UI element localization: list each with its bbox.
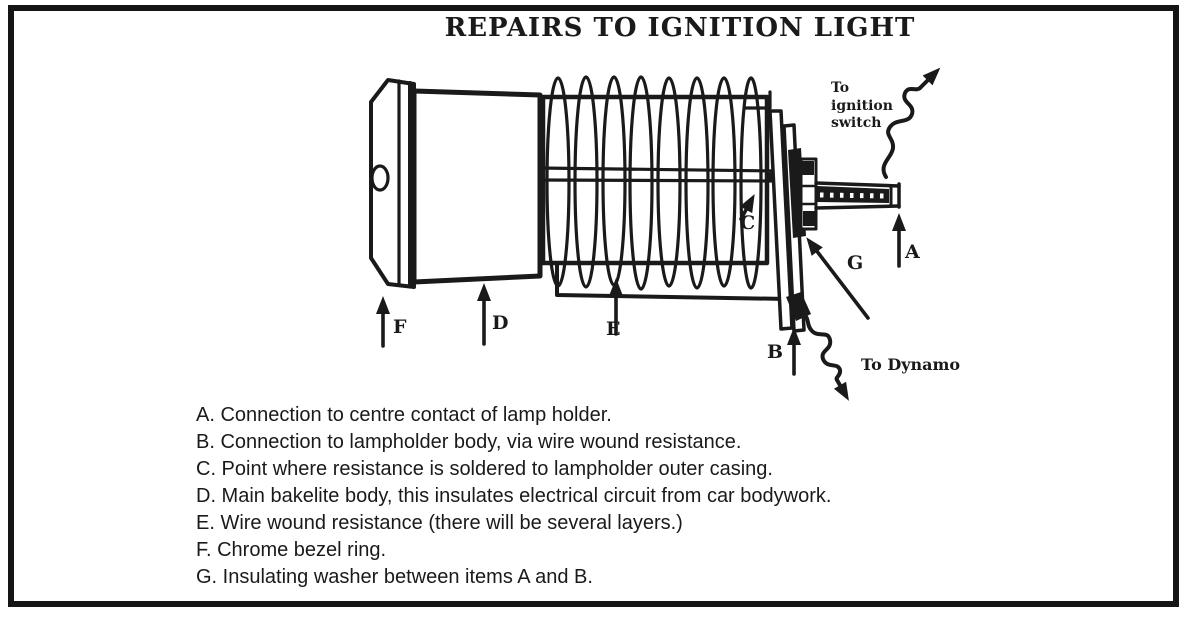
legend-item-f: F. Chrome bezel ring. [196, 539, 387, 561]
legend-item-g: G. Insulating washer between items A and… [196, 566, 593, 588]
legend: A. Connection to centre contact of lamp … [196, 402, 831, 591]
wire-label-ignition-switch: To ignition switch [831, 80, 893, 131]
callout-e-label: E [606, 318, 621, 340]
arrow-g [806, 237, 870, 320]
bezel-ring [369, 78, 416, 289]
callout-g-label: G [847, 252, 864, 274]
wire-label-dynamo: To Dynamo [861, 355, 961, 374]
legend-item-c: C. Point where resistance is soldered to… [196, 458, 773, 480]
legend-item-e: E. Wire wound resistance (there will be … [196, 512, 683, 534]
callout-c-label: C [740, 212, 756, 234]
centre-contact-bracket [799, 157, 818, 231]
legend-item-b: B. Connection to lampholder body, via wi… [196, 431, 742, 453]
legend-item-a: A. Connection to centre contact of lamp … [196, 404, 612, 426]
callout-f-label: F [393, 316, 407, 338]
page-title: REPAIRS TO IGNITION LIGHT [444, 13, 916, 43]
page-border-frame [8, 5, 1179, 607]
wire-wound-resistance-coil [540, 75, 770, 291]
callout-arrows [376, 193, 906, 376]
callout-a-label: A [905, 241, 920, 263]
threaded-contact-shaft [814, 181, 901, 210]
bakelite-body [411, 88, 543, 285]
legend-item-d: D. Main bakelite body, this insulates el… [196, 485, 832, 507]
wire-to-dynamo-art [786, 292, 849, 401]
callout-b-label: B [767, 341, 784, 363]
arrow-c [739, 193, 755, 221]
callout-d-label: D [492, 312, 509, 334]
wire-to-ignition-switch-art [881, 67, 941, 179]
